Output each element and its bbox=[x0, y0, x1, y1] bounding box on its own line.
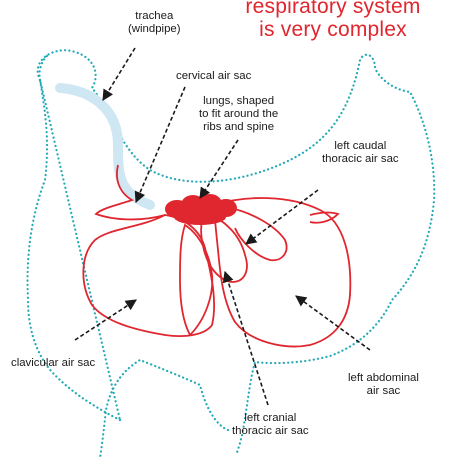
trachea-tube bbox=[60, 88, 150, 205]
label-trachea-line-2: (windpipe) bbox=[128, 23, 181, 36]
lungs bbox=[165, 194, 237, 225]
lungs-arrow bbox=[200, 140, 238, 198]
label-lungs-line-3: ribs and spine bbox=[199, 121, 278, 134]
label-left-abdominal-line-1: left abdominal bbox=[348, 372, 419, 385]
headline-line-2: is very complex bbox=[218, 19, 448, 41]
label-trachea-line-1: trachea bbox=[128, 10, 181, 23]
label-lungs: lungs, shaped to fit around the ribs and… bbox=[199, 95, 278, 134]
label-left-caudal-thoracic-air-sac: left caudal thoracic air sac bbox=[322, 140, 399, 166]
label-left-abdominal-air-sac: left abdominal air sac bbox=[348, 372, 419, 398]
label-lungs-line-2: to fit around the bbox=[199, 108, 278, 121]
label-left-cranial-line-1: left cranial bbox=[232, 412, 309, 425]
left-abdominal-arrow bbox=[296, 296, 370, 350]
label-left-caudal-line-2: thoracic air sac bbox=[322, 153, 399, 166]
label-left-cranial-thoracic-air-sac: left cranial thoracic air sac bbox=[232, 412, 309, 438]
label-clavicular-line-1: clavicular air sac bbox=[11, 357, 95, 370]
trachea-arrow bbox=[103, 48, 135, 100]
label-left-cranial-line-2: thoracic air sac bbox=[232, 425, 309, 438]
label-clavicular-air-sac: clavicular air sac bbox=[11, 357, 95, 370]
label-trachea: trachea (windpipe) bbox=[128, 10, 181, 36]
label-cervical-line-1: cervical air sac bbox=[176, 70, 251, 83]
left-cranial-thoracic-air-sac bbox=[180, 225, 212, 335]
label-lungs-line-1: lungs, shaped bbox=[199, 95, 278, 108]
label-left-abdominal-line-2: air sac bbox=[348, 385, 419, 398]
label-cervical-air-sac: cervical air sac bbox=[176, 70, 251, 83]
left-cranial-arrow bbox=[225, 272, 268, 405]
clavicular-arrow bbox=[75, 300, 136, 340]
headline-line-1: respiratory system bbox=[218, 0, 448, 18]
label-left-caudal-line-1: left caudal bbox=[322, 140, 399, 153]
chicken-head-outline bbox=[39, 55, 48, 80]
cervical-arrow bbox=[136, 87, 185, 202]
